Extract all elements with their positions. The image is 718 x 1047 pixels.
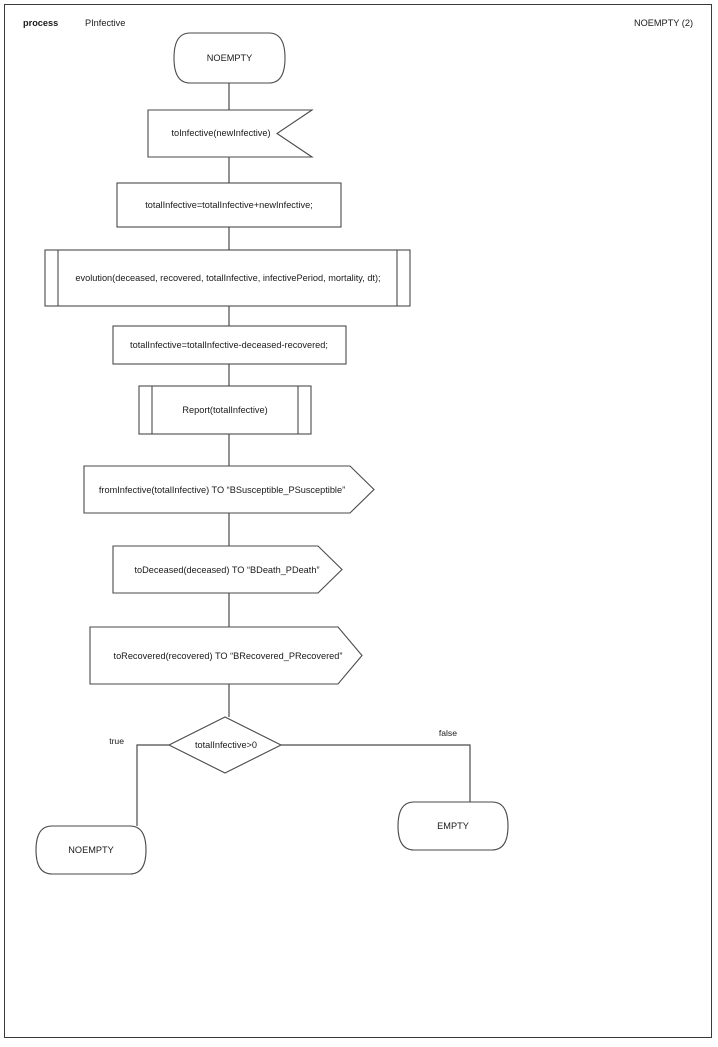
- node-end-noempty-label: NOEMPTY: [68, 845, 113, 855]
- header-process-name: PInfective: [85, 18, 125, 28]
- edge-label-true: true: [109, 736, 124, 746]
- header-kind: process: [23, 18, 58, 28]
- node-report-label: Report(totalInfective): [182, 405, 267, 415]
- header-state: NOEMPTY (2): [634, 18, 693, 28]
- node-receive-message[interactable]: toInfective(newInfective): [147, 109, 314, 158]
- node-decision-total-infective[interactable]: totalInfective>0: [167, 716, 283, 774]
- node-start-label: NOEMPTY: [207, 53, 252, 63]
- edge-decision-false: [281, 744, 471, 802]
- node-assign2-label: totalInfective=totalInfective-deceased-r…: [130, 340, 328, 350]
- node-send-message-to-deceased[interactable]: toDeceased(deceased) TO “BDeath_PDeath”: [112, 545, 343, 594]
- edge-decision-true: [136, 744, 169, 826]
- node-receive-label: toInfective(newInfective): [171, 128, 270, 138]
- page-border: [4, 4, 712, 1038]
- edge-label-false: false: [439, 728, 457, 738]
- node-send1-label: fromInfective(totalInfective) TO “BSusce…: [99, 485, 345, 495]
- node-predefined-process-report[interactable]: Report(totalInfective): [138, 385, 312, 435]
- node-send2-label: toDeceased(deceased) TO “BDeath_PDeath”: [134, 565, 319, 575]
- connector-layer: [136, 83, 471, 826]
- node-assign-total-plus-new[interactable]: totalInfective=totalInfective+newInfecti…: [116, 182, 342, 228]
- node-assign-total-minus[interactable]: totalInfective=totalInfective-deceased-r…: [112, 325, 347, 365]
- node-predefined-process-evolution[interactable]: evolution(deceased, recovered, totalInfe…: [44, 249, 411, 307]
- node-start-terminator[interactable]: NOEMPTY: [173, 32, 286, 84]
- node-send-message-from-infective[interactable]: fromInfective(totalInfective) TO “BSusce…: [83, 465, 375, 514]
- node-send3-label: toRecovered(recovered) TO “BRecovered_PR…: [114, 651, 343, 661]
- node-end-empty-label: EMPTY: [437, 821, 469, 831]
- node-send-message-to-recovered[interactable]: toRecovered(recovered) TO “BRecovered_PR…: [89, 626, 363, 685]
- node-decision-label: totalInfective>0: [195, 740, 257, 750]
- node-assign1-label: totalInfective=totalInfective+newInfecti…: [145, 200, 313, 210]
- node-end-terminator-empty[interactable]: EMPTY: [397, 801, 509, 851]
- node-end-terminator-noempty[interactable]: NOEMPTY: [35, 825, 147, 875]
- node-evolution-label: evolution(deceased, recovered, totalInfe…: [75, 273, 380, 283]
